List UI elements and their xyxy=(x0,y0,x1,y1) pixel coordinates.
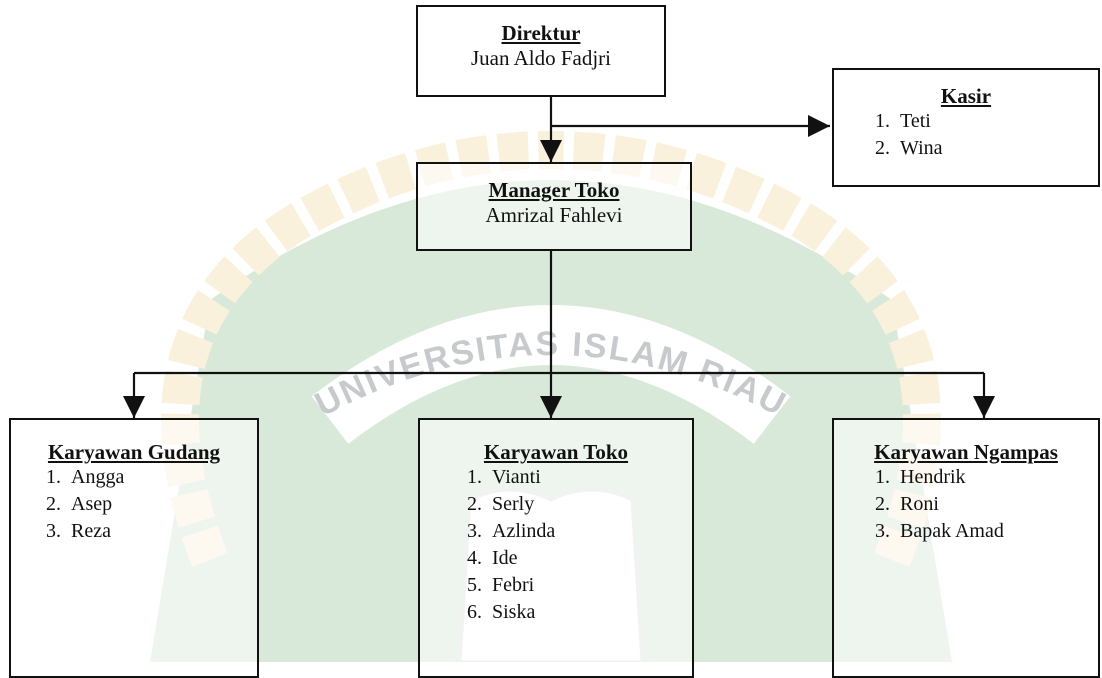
toko-list: 1.Vianti 2.Serly 3.Azlinda 4.Ide 5.Febri… xyxy=(448,464,692,626)
list-item: 4.Ide xyxy=(467,547,518,569)
kasir-list: 1.Teti 2.Wina xyxy=(856,108,1098,162)
org-connectors xyxy=(123,96,995,418)
ngampas-list: 1.Hendrik 2.Roni 3.Bapak Amad xyxy=(856,464,1098,545)
kasir-title: Kasir xyxy=(940,84,992,108)
list-item: 3.Bapak Amad xyxy=(875,520,1004,542)
list-item: 3.Azlinda xyxy=(467,520,556,542)
list-item: 2.Serly xyxy=(467,493,535,515)
list-item: 2.Asep xyxy=(46,493,113,515)
list-item: 5.Febri xyxy=(467,574,535,596)
list-item: 2.Wina xyxy=(875,137,943,159)
toko-title: Karyawan Toko xyxy=(483,440,629,464)
manager-title: Manager Toko xyxy=(488,178,620,202)
direktur-box: Direktur Juan Aldo Fadjri xyxy=(416,5,666,97)
ngampas-box: Karyawan Ngampas 1.Hendrik 2.Roni 3.Bapa… xyxy=(832,418,1100,678)
manager-name: Amrizal Fahlevi xyxy=(485,203,623,227)
gudang-list: 1.Angga 2.Asep 3.Reza xyxy=(27,464,257,545)
direktur-title: Direktur xyxy=(501,21,581,45)
list-item: 2.Roni xyxy=(875,493,939,515)
gudang-box: Karyawan Gudang 1.Angga 2.Asep 3.Reza xyxy=(9,418,259,678)
list-item: 1.Teti xyxy=(875,110,931,132)
list-item: 1.Vianti xyxy=(467,466,541,488)
kasir-box: Kasir 1.Teti 2.Wina xyxy=(832,68,1100,187)
gudang-title: Karyawan Gudang xyxy=(47,440,221,464)
toko-box: Karyawan Toko 1.Vianti 2.Serly 3.Azlinda… xyxy=(418,418,694,678)
list-item: 3.Reza xyxy=(46,520,111,542)
manager-box: Manager Toko Amrizal Fahlevi xyxy=(416,162,692,251)
direktur-name: Juan Aldo Fadjri xyxy=(471,46,611,70)
ngampas-title: Karyawan Ngampas xyxy=(874,440,1058,464)
list-item: 1.Angga xyxy=(46,466,125,488)
list-item: 6.Siska xyxy=(467,601,536,623)
list-item: 1.Hendrik xyxy=(875,466,966,488)
